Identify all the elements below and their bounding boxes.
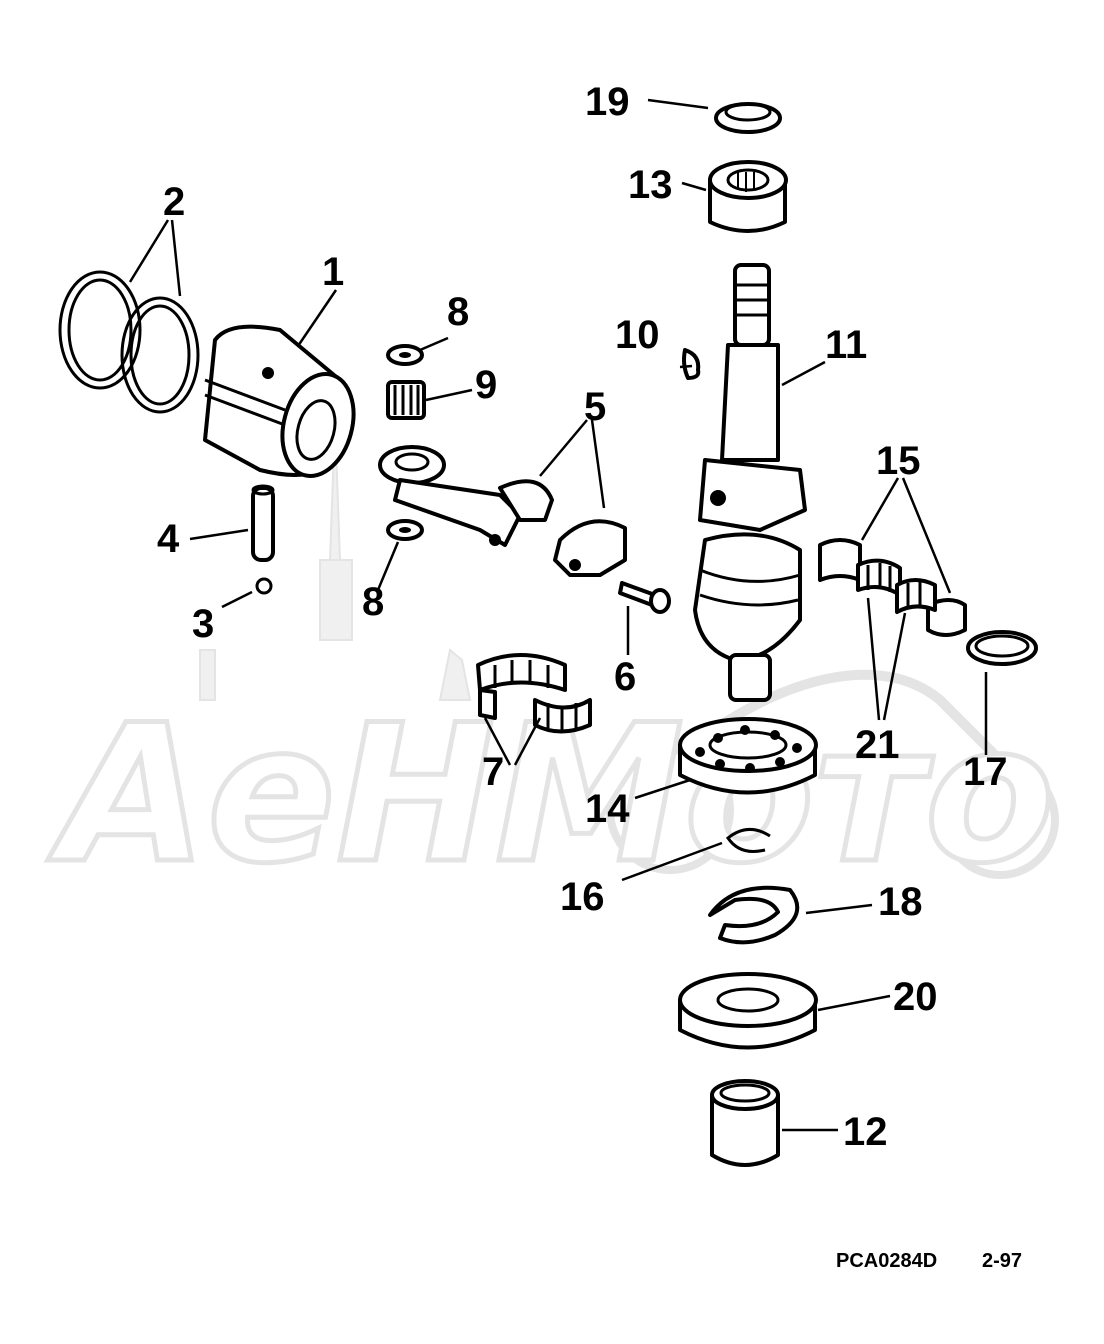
callout-21: 21 (855, 723, 900, 767)
callout-19: 20 (893, 975, 938, 1019)
callout-14: 14 (585, 787, 630, 831)
wrist-pin (251, 484, 275, 562)
upper-bearing (708, 160, 788, 233)
callout-4: 4 (157, 517, 180, 561)
callout-8-bottom: 8 (362, 580, 384, 624)
callout-15: 15 (876, 439, 921, 483)
bearing-liners (818, 538, 967, 637)
callout-13: 13 (628, 163, 673, 207)
crankshaft-key (682, 348, 701, 380)
callout-5: 5 (584, 385, 606, 429)
lower-ball-bearing (678, 717, 818, 795)
callout-3: 3 (192, 602, 214, 646)
crankshaft-seal (714, 102, 782, 134)
rod-screw (618, 581, 671, 614)
reference-code: PCA0284D (836, 1250, 938, 1272)
retaining-ring (255, 577, 273, 595)
callout-6: 6 (614, 655, 636, 699)
callout-12: 12 (843, 1110, 888, 1154)
piston-rings (58, 270, 200, 414)
callout-8-top: 8 (447, 290, 469, 334)
thrust-washer (678, 972, 818, 1050)
callout-18: 18 (878, 880, 923, 924)
leader-lines (128, 98, 988, 1132)
center-main-bearing (856, 558, 937, 614)
revision-date: 2-97 (982, 1250, 1023, 1272)
crankshaft (693, 263, 807, 702)
callout-11: 11 (825, 323, 867, 367)
callout-20: 19 (585, 80, 630, 124)
small-end-bearing (386, 344, 426, 541)
callout-17: 17 (963, 750, 1008, 794)
callout-10: 10 (615, 313, 660, 357)
piston (203, 324, 356, 478)
connecting-rod (378, 445, 627, 577)
callout-9: 9 (475, 363, 497, 407)
snap-ring (708, 885, 800, 945)
rod-bearing-halves (476, 653, 592, 734)
callout-7: 7 (482, 750, 504, 794)
callout-16: 16 (560, 875, 605, 919)
callout-2: 2 (163, 180, 185, 224)
callout-1: 1 (322, 250, 344, 294)
bearing-ring (966, 630, 1038, 666)
lower-sleeve (710, 1079, 780, 1167)
callout-labels: 19 13 2 1 8 10 11 9 5 15 4 8 3 6 21 17 7… (157, 80, 1008, 1154)
bearing-retaining-ring (725, 828, 771, 853)
